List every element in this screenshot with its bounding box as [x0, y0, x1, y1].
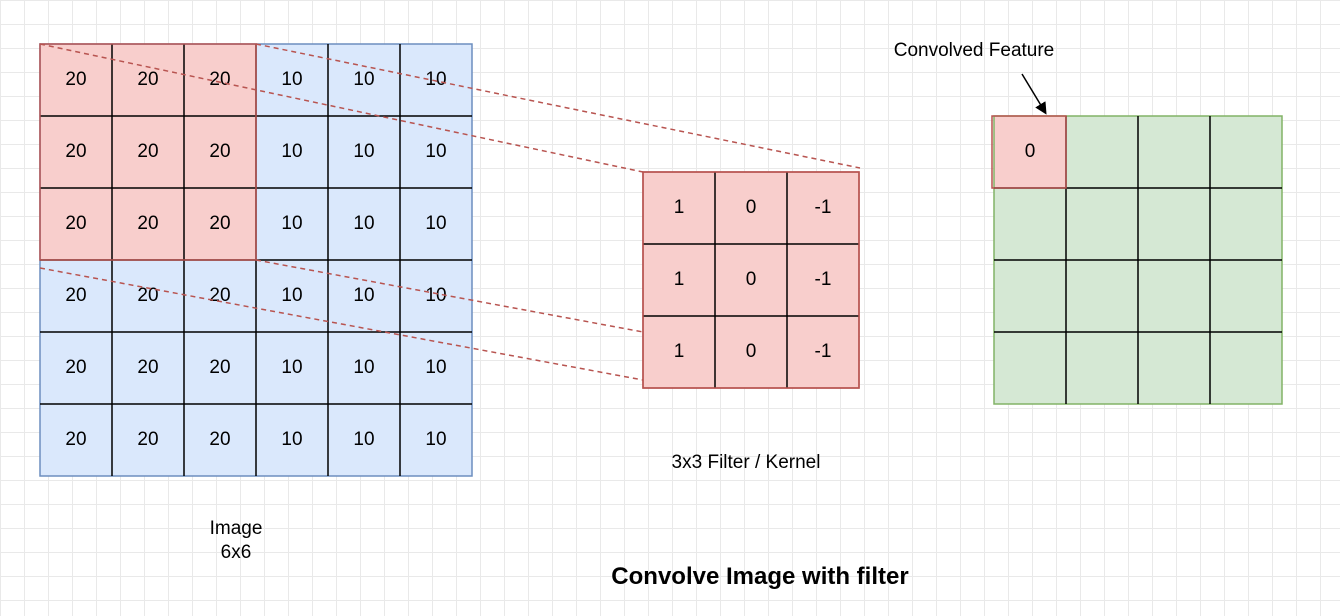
feature-cell: [1066, 188, 1138, 260]
image-cell: 20: [40, 44, 112, 116]
feature-arrow: [1021, 73, 1047, 115]
projection-line-bottom-left: [39, 267, 644, 381]
image-cell: 20: [184, 44, 256, 116]
kernel-border: [642, 171, 860, 389]
image-cell: 20: [112, 260, 184, 332]
kernel-cell: -1: [787, 172, 859, 244]
image-cell: 20: [40, 332, 112, 404]
feature-cell: [1066, 116, 1138, 188]
feature-cell: [1066, 260, 1138, 332]
image-cell: 10: [256, 188, 328, 260]
kernel-grid-lines: [642, 171, 860, 389]
feature-first-cell-border: [991, 115, 1067, 189]
image-cell: 10: [400, 332, 472, 404]
image-cell: 10: [400, 116, 472, 188]
image-cell: 10: [256, 404, 328, 476]
feature-cell: [1138, 332, 1210, 404]
image-cell: 10: [400, 404, 472, 476]
image-label-line2: 6x6: [220, 542, 252, 563]
image-cell: 20: [112, 404, 184, 476]
feature-cell: [994, 260, 1066, 332]
image-cell: 10: [400, 260, 472, 332]
image-label-line1: Image: [209, 518, 263, 539]
feature-cell: [1138, 188, 1210, 260]
kernel-cell: 1: [643, 244, 715, 316]
feature-cell: [1138, 116, 1210, 188]
image-cell: 20: [184, 404, 256, 476]
image-cell: 10: [256, 116, 328, 188]
feature-cell: 0: [994, 116, 1066, 188]
projection-line-bottom-right: [255, 259, 644, 333]
kernel-cell: 1: [643, 316, 715, 388]
feature-cell: [994, 332, 1066, 404]
image-cell: 20: [40, 116, 112, 188]
image-cell: 10: [328, 188, 400, 260]
kernel-cell: -1: [787, 316, 859, 388]
feature-cell: [1210, 116, 1282, 188]
image-label: Image 6x6: [186, 517, 286, 565]
image-cell: 10: [328, 116, 400, 188]
feature-cell: [1210, 260, 1282, 332]
image-cell: 10: [328, 332, 400, 404]
image-cell: 10: [256, 332, 328, 404]
image-cell: 10: [400, 188, 472, 260]
image-cell: 20: [40, 404, 112, 476]
kernel-cell: 0: [715, 172, 787, 244]
image-cell: 10: [328, 404, 400, 476]
kernel-cell: 0: [715, 316, 787, 388]
convolved-feature-matrix: 0: [994, 116, 1282, 404]
feature-cell: [1210, 188, 1282, 260]
projection-line-top-left: [39, 43, 644, 173]
image-cell: 10: [256, 44, 328, 116]
image-cell: 20: [184, 116, 256, 188]
image-cell: 20: [184, 260, 256, 332]
feature-grid-lines: [991, 115, 1283, 405]
kernel-outline: [642, 171, 860, 389]
image-cell: 20: [184, 188, 256, 260]
image-cell: 10: [328, 44, 400, 116]
image-cell: 20: [184, 332, 256, 404]
image-cell: 20: [112, 116, 184, 188]
kernel-cell: 0: [715, 244, 787, 316]
image-highlight-border: [39, 43, 257, 261]
image-cell: 20: [112, 188, 184, 260]
image-cell: 20: [112, 332, 184, 404]
feature-cell: [1138, 260, 1210, 332]
feature-cell: [1210, 332, 1282, 404]
diagram-title: Convolve Image with filter: [611, 563, 909, 590]
kernel-label: 3x3 Filter / Kernel: [671, 452, 821, 473]
image-cell: 10: [328, 260, 400, 332]
image-cell: 20: [40, 188, 112, 260]
feature-cell: [1066, 332, 1138, 404]
feature-cell: [994, 188, 1066, 260]
image-cell: 10: [400, 44, 472, 116]
feature-label: Convolved Feature: [893, 40, 1055, 61]
kernel-cell: -1: [787, 244, 859, 316]
kernel-cell: 1: [643, 172, 715, 244]
image-cell: 20: [112, 44, 184, 116]
image-cell: 20: [40, 260, 112, 332]
projection-line-top-right: [255, 43, 861, 169]
